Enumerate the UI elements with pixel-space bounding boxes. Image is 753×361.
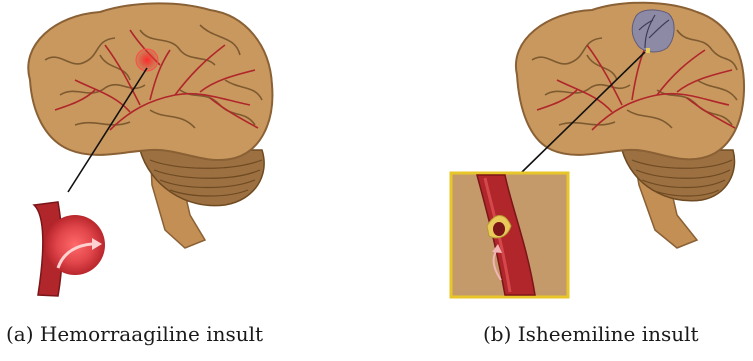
figure-hemorrhagic: (a) Hemorraagiline insult <box>0 0 376 361</box>
clot-marker <box>646 48 650 53</box>
caption-hemorrhagic: (a) Hemorraagiline insult <box>6 322 263 346</box>
hemorrhage-spot <box>136 49 158 71</box>
figure-ischemic: (b) Isheemiline insult <box>377 0 753 361</box>
inset-clot-core <box>493 222 505 236</box>
caption-ischemic: (b) Isheemiline insult <box>483 322 699 346</box>
hemorrhagic-illustration <box>0 0 376 320</box>
ischemic-region <box>632 10 674 52</box>
ischemic-illustration <box>377 0 753 320</box>
cerebrum <box>28 3 272 160</box>
cerebrum <box>516 3 744 160</box>
